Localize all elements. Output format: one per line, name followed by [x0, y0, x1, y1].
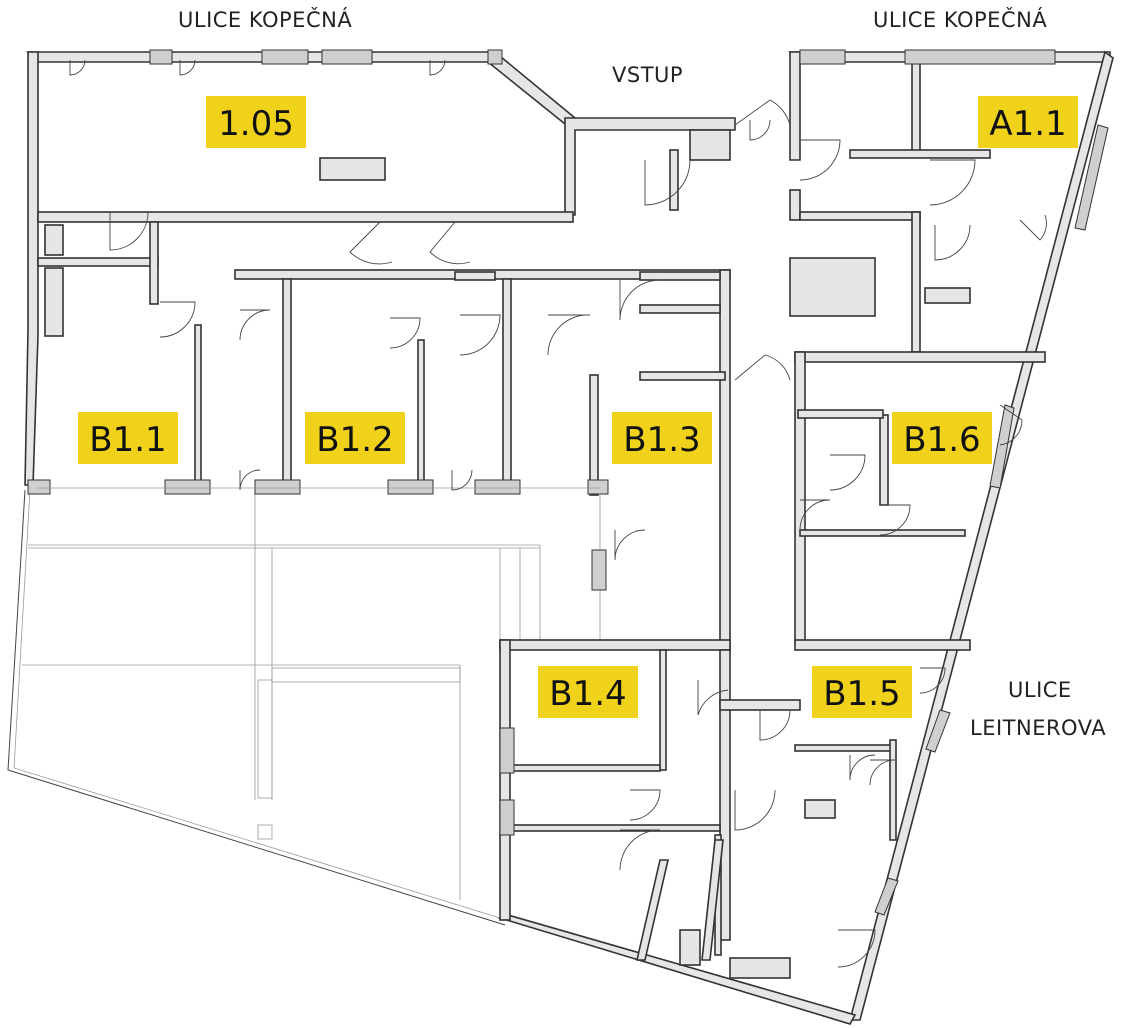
- unit-label-b1-5[interactable]: B1.5: [812, 666, 912, 718]
- unit-label-text: B1.4: [549, 674, 626, 714]
- unit-label-text: B1.1: [89, 420, 166, 460]
- unit-label-text: B1.3: [623, 420, 700, 460]
- door-swings: [69, 59, 1047, 968]
- unit-label-b1-6[interactable]: B1.6: [892, 412, 992, 464]
- unit-label-b1-3[interactable]: B1.3: [612, 412, 712, 464]
- unit-label-1-05[interactable]: 1.05: [206, 96, 306, 148]
- entrance-label: VSTUP: [612, 63, 683, 87]
- street-label-kopecna-right: ULICE KOPEČNÁ: [873, 7, 1047, 32]
- unit-label-a1-1[interactable]: A1.1: [978, 96, 1078, 148]
- unit-label-text: B1.5: [823, 674, 900, 714]
- interior-walls: [37, 61, 1046, 979]
- unit-label-b1-2[interactable]: B1.2: [305, 412, 405, 464]
- unit-label-text: B1.6: [903, 420, 980, 460]
- exterior-walls: [24, 50, 1114, 1025]
- unit-label-text: 1.05: [218, 104, 294, 144]
- unit-label-b1-4[interactable]: B1.4: [538, 666, 638, 718]
- unit-label-text: B1.2: [316, 420, 393, 460]
- courtyard-lines: [7, 489, 601, 926]
- street-label-kopecna-left: ULICE KOPEČNÁ: [178, 7, 352, 32]
- unit-label-text: A1.1: [989, 104, 1066, 144]
- street-label-leitnerova-line2: LEITNEROVA: [970, 716, 1106, 740]
- unit-label-b1-1[interactable]: B1.1: [78, 412, 178, 464]
- facade-openings: [27, 49, 1109, 916]
- street-label-leitnerova-line1: ULICE: [1008, 678, 1072, 702]
